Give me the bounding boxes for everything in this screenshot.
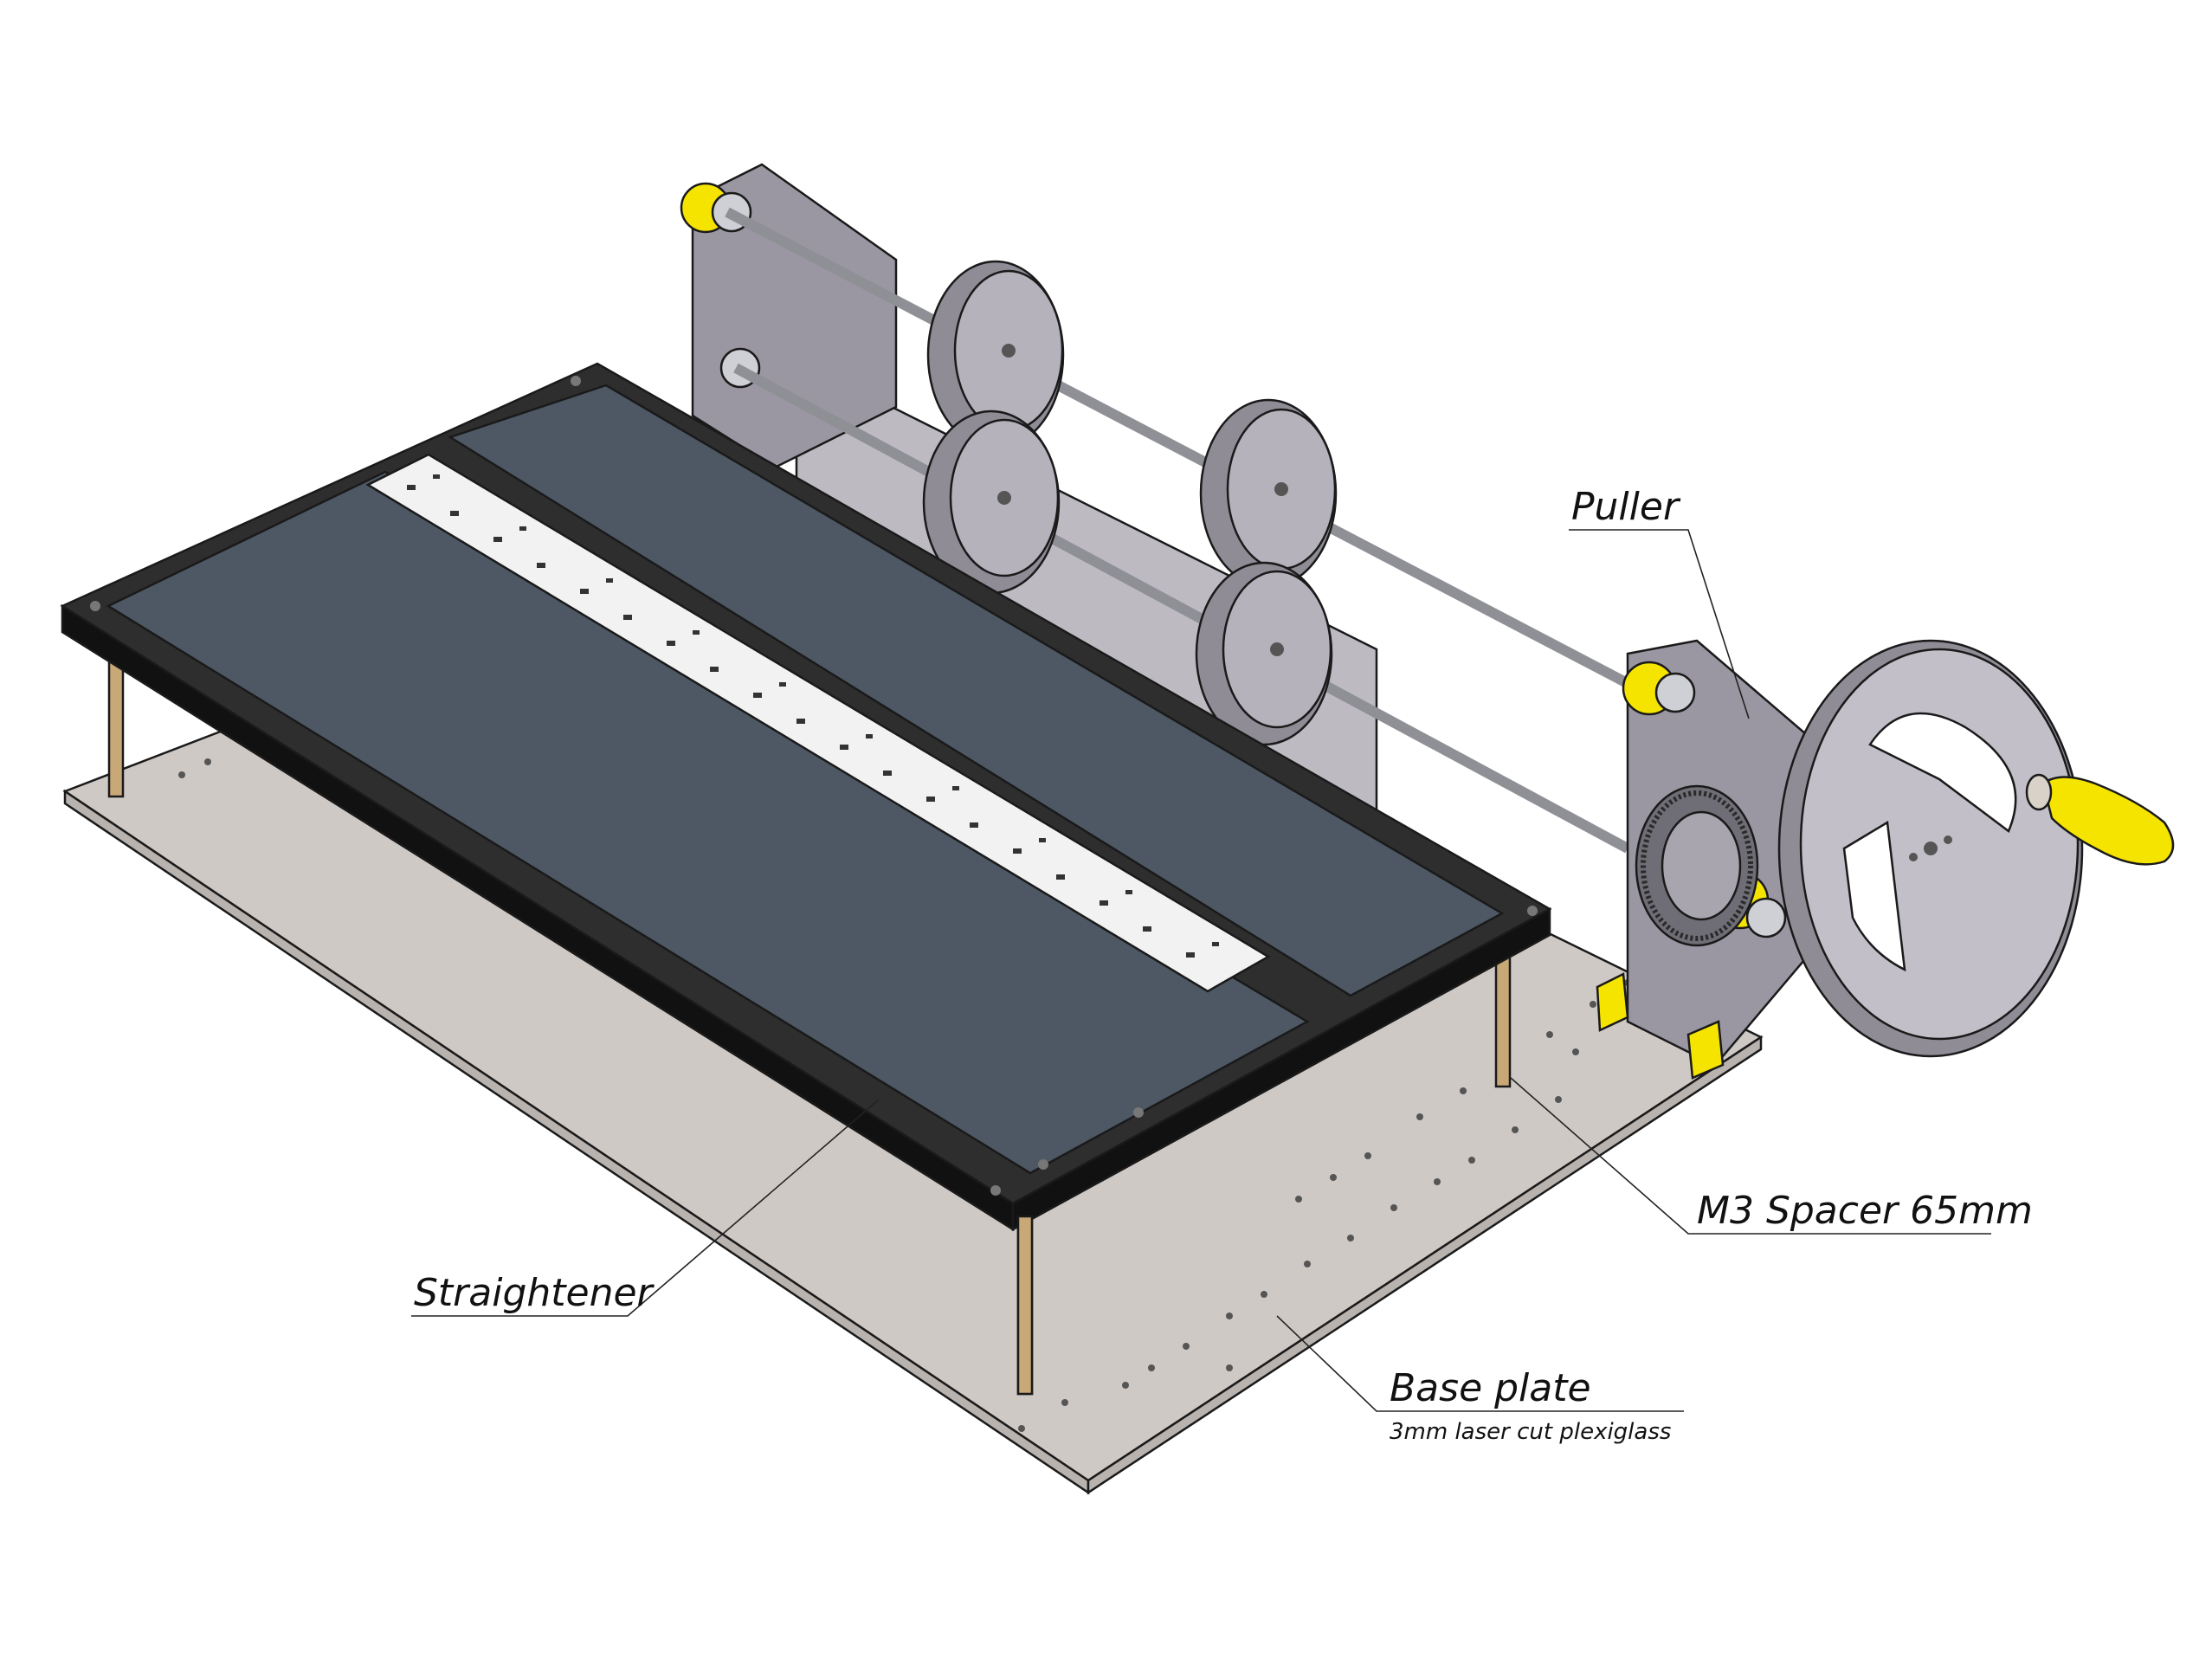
- l-bracket-icon: [1686, 1020, 1725, 1080]
- pcb-strip: [365, 453, 1271, 993]
- upper-shaft: [725, 207, 1656, 702]
- l-bracket-icon: [1596, 972, 1629, 1032]
- straightener-leader: [411, 1099, 880, 1317]
- m3-spacer: [1016, 1215, 1034, 1396]
- base-plate-label: Base plate: [1390, 1366, 1591, 1410]
- bearing-icon: [1745, 897, 1787, 938]
- leader-lines: [411, 529, 1991, 1412]
- puller-leader: [1569, 529, 1750, 719]
- straightener: [60, 362, 1552, 1232]
- mounting-holes: [178, 758, 1631, 1432]
- base-plate-leader: [1276, 1315, 1684, 1412]
- roller: [926, 260, 1065, 450]
- left-side-plate: [691, 163, 898, 469]
- roller: [922, 410, 1061, 595]
- lower-shaft: [733, 363, 1630, 854]
- wheel-cutout-icon: [1868, 712, 2017, 833]
- callout-labels: Puller M3 Spacer 65mm Straightener Base …: [414, 485, 2033, 1445]
- frame-holes: [90, 376, 1538, 1196]
- spacer-label: M3 Spacer 65mm: [1697, 1189, 2033, 1233]
- glass-panel-left: [106, 470, 1310, 1175]
- base-plate-edge-right: [1087, 1035, 1763, 1495]
- roller: [1199, 398, 1338, 589]
- bearing-icon: [1654, 672, 1696, 713]
- gear-icon: [1635, 784, 1759, 947]
- straightener-frame-edge: [1011, 906, 1551, 1232]
- puller: [680, 163, 2175, 1080]
- wheel-cutout-icon: [1842, 820, 1906, 972]
- base-plate-note: 3mm laser cut plexiglass: [1390, 1419, 1671, 1445]
- spacer-leader: [1510, 1077, 1991, 1235]
- roller: [1195, 561, 1333, 746]
- pcb-components: [407, 474, 1219, 958]
- crank-handle-icon[interactable]: [2025, 773, 2175, 866]
- glass-panel-right: [448, 384, 1505, 997]
- puller-label: Puller: [1571, 485, 1681, 529]
- straightener-label: Straightener: [414, 1271, 655, 1315]
- hand-wheel[interactable]: [1777, 639, 2084, 1058]
